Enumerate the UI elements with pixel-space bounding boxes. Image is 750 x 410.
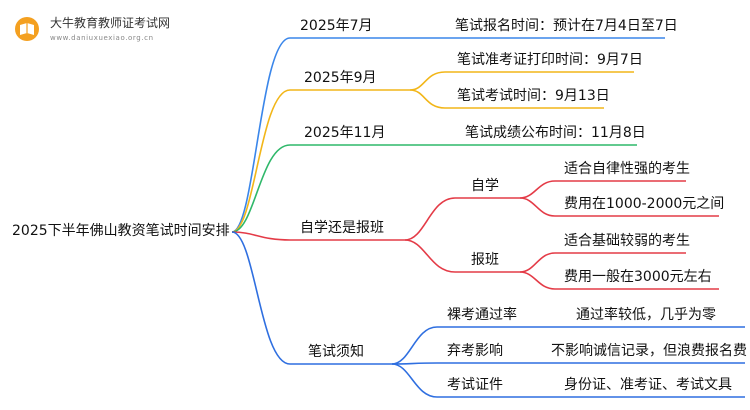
leaf-topic-3-1-1: 费用一般在3000元左右 (564, 269, 712, 285)
leaf-topic-4-1-0: 不影响诚信记录，但浪费报名费 (551, 343, 747, 359)
branch-topic-3: 自学还是报班 (300, 220, 384, 236)
leaf-topic-3-0-1: 费用在1000-2000元之间 (564, 196, 725, 212)
brand-logo: 大牛教育教师证考试网 www.daniuxuexiao.org.cn (6, 6, 196, 44)
link-branch-3 (231, 231, 291, 241)
sub-topic-4-1: 弃考影响 (447, 343, 503, 359)
leaf-topic-0-0: 笔试报名时间：预计在7月4日至7日 (455, 18, 678, 34)
sub-topic-4-2: 考试证件 (447, 377, 503, 393)
leaf-topic-1-0: 笔试准考证打印时间：9月7日 (457, 52, 643, 68)
brand-name: 大牛教育教师证考试网 (50, 16, 171, 30)
brand-url: www.daniuxuexiao.org.cn (50, 34, 154, 42)
leaf-topic-1-1: 笔试考试时间：9月13日 (457, 88, 610, 104)
sub-topic-4-0: 裸考通过率 (447, 307, 517, 323)
leaf-topic-4-2-0: 身份证、准考证、考试文具 (564, 377, 732, 393)
book-icon (15, 17, 39, 41)
link-branch-4 (231, 231, 291, 365)
leaf-topic-2-0: 笔试成绩公布时间：11月8日 (465, 125, 646, 141)
branch-topic-0: 2025年7月 (300, 18, 373, 34)
branch-topic-4: 笔试须知 (308, 344, 364, 360)
leaf-topic-3-0-0: 适合自律性强的考生 (564, 161, 690, 177)
leaf-topic-4-0-0: 通过率较低，几乎为零 (576, 307, 716, 323)
leaf-topic-3-1-0: 适合基础较弱的考生 (564, 233, 690, 249)
branch-topic-2: 2025年11月 (304, 125, 386, 141)
link-branch-2 (231, 144, 291, 233)
root-topic: 2025下半年佛山教资笔试时间安排 (12, 223, 230, 239)
sub-topic-3-1: 报班 (471, 252, 499, 268)
branch-topic-1: 2025年9月 (304, 70, 377, 86)
link-branch-0 (231, 37, 291, 233)
sub-topic-3-0: 自学 (471, 178, 499, 194)
link-branch-1 (231, 89, 291, 233)
